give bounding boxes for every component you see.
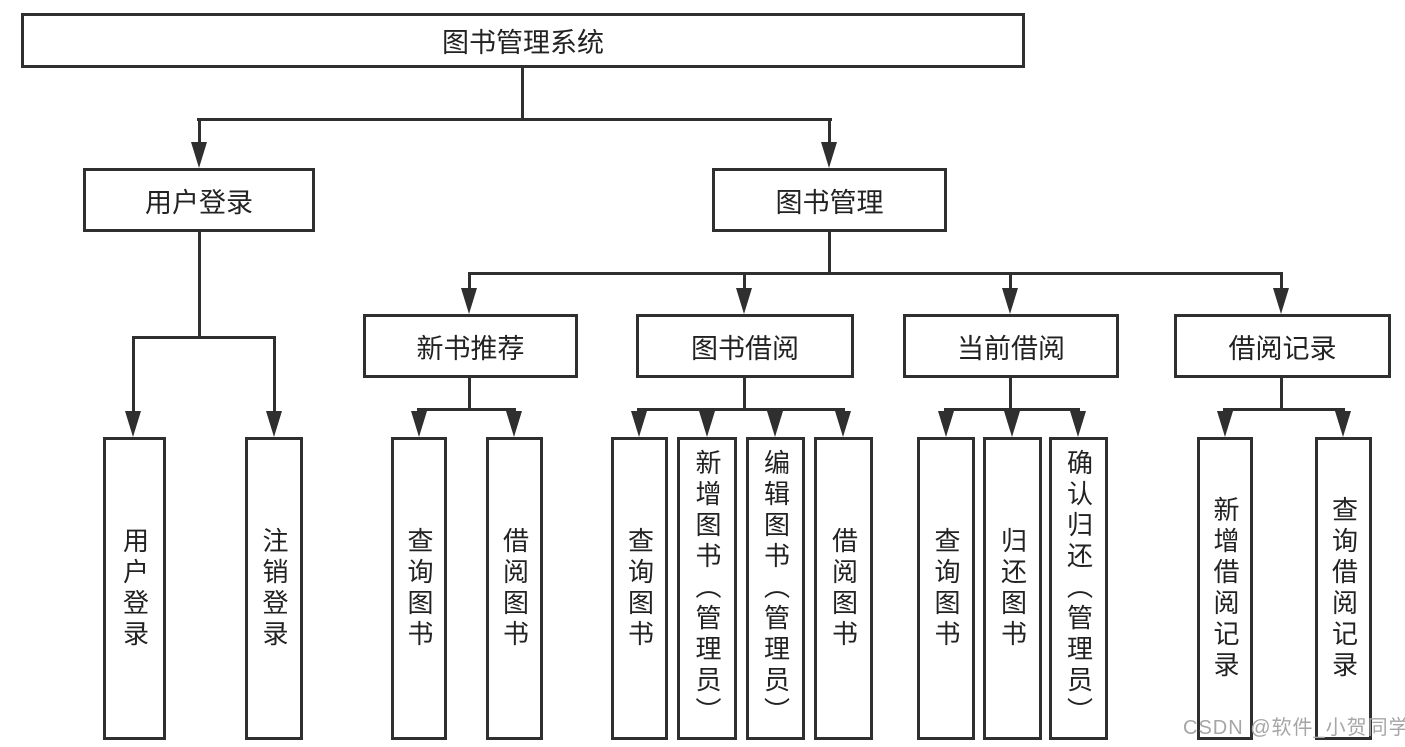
connector-line: [1280, 272, 1283, 292]
arrowhead-down-icon: [1217, 411, 1233, 437]
arrowhead-down-icon: [125, 411, 141, 437]
arrowhead-down-icon: [699, 411, 715, 437]
leaf-edit-book-admin: 编辑图书（管理员）: [746, 437, 805, 740]
node-user-login: 用户登录: [83, 168, 315, 232]
connector-line: [132, 336, 276, 339]
leaf-borrow-books: 借阅图书: [814, 437, 873, 740]
arrowhead-down-icon: [506, 411, 522, 437]
leaf-borrow-books-recommend: 借阅图书: [486, 437, 543, 740]
arrowhead-down-icon: [411, 411, 427, 437]
connector-line: [197, 118, 832, 121]
arrowhead-down-icon: [767, 411, 783, 437]
connector-line: [198, 118, 201, 146]
node-current-borrowing: 当前借阅: [903, 314, 1119, 378]
connector-line: [417, 408, 516, 411]
leaf-query-books-current: 查询图书: [917, 437, 975, 740]
leaf-return-book: 归还图书: [983, 437, 1042, 740]
connector-line: [1009, 378, 1012, 411]
connector-line: [743, 272, 746, 292]
arrowhead-down-icon: [1004, 411, 1020, 437]
leaf-add-borrow-record: 新增借阅记录: [1197, 437, 1253, 740]
leaf-add-book-admin: 新增图书（管理员）: [677, 437, 737, 740]
connector-line: [468, 272, 471, 292]
leaf-user-login: 用户登录: [103, 437, 166, 740]
node-book-borrowing: 图书借阅: [636, 314, 854, 378]
connector-line: [637, 408, 845, 411]
connector-line: [273, 336, 276, 414]
arrowhead-down-icon: [461, 288, 477, 314]
connector-line: [944, 408, 1080, 411]
arrowhead-down-icon: [1070, 411, 1086, 437]
node-library-management-system: 图书管理系统: [21, 13, 1025, 68]
leaf-confirm-return-admin: 确认归还（管理员）: [1049, 437, 1108, 740]
arrowhead-down-icon: [1335, 411, 1351, 437]
connector-line: [1223, 408, 1345, 411]
arrowhead-down-icon: [821, 142, 837, 168]
arrowhead-down-icon: [1273, 288, 1289, 314]
leaf-query-borrow-record: 查询借阅记录: [1315, 437, 1372, 740]
node-new-book-recommendation: 新书推荐: [363, 314, 578, 378]
leaf-logout: 注销登录: [245, 437, 303, 740]
connector-line: [1009, 272, 1012, 292]
arrowhead-down-icon: [1002, 288, 1018, 314]
node-book-management: 图书管理: [712, 168, 947, 232]
connector-line: [198, 232, 201, 339]
csdn-watermark: CSDN @软件_小贺同学: [1183, 717, 1405, 739]
connector-line: [521, 68, 524, 120]
connector-line: [132, 336, 135, 414]
arrowhead-down-icon: [266, 411, 282, 437]
leaf-query-books-borrowing: 查询图书: [611, 437, 668, 740]
leaf-query-books-recommend: 查询图书: [391, 437, 447, 740]
connector-line: [828, 232, 831, 275]
arrowhead-down-icon: [191, 142, 207, 168]
connector-line: [468, 272, 1283, 275]
connector-line: [1280, 378, 1283, 411]
connector-line: [468, 378, 471, 411]
connector-line: [828, 118, 831, 146]
arrowhead-down-icon: [736, 288, 752, 314]
node-borrowing-records: 借阅记录: [1174, 314, 1391, 378]
connector-line: [743, 378, 746, 411]
arrowhead-down-icon: [631, 411, 647, 437]
arrowhead-down-icon: [938, 411, 954, 437]
arrowhead-down-icon: [835, 411, 851, 437]
